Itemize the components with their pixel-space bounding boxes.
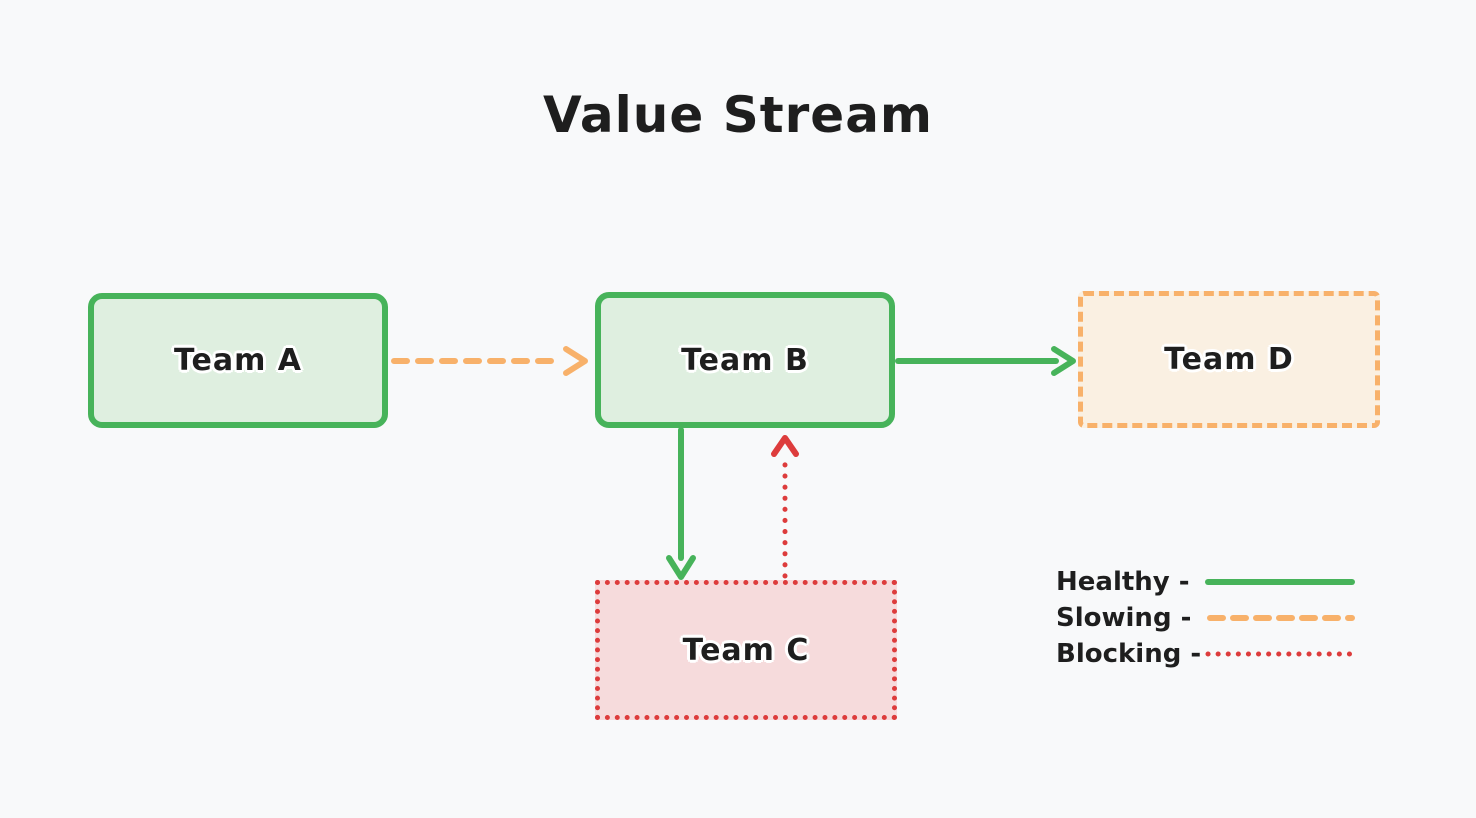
node-team-c: Team C — [595, 580, 897, 720]
legend-line-healthy-icon — [1205, 579, 1355, 585]
legend-line-slowing-icon — [1207, 615, 1355, 621]
edge-team-c-to-team-b — [771, 435, 799, 579]
arrowhead-up-icon — [771, 435, 799, 457]
edge-team-b-to-team-c — [666, 427, 696, 580]
diagram-title: Value Stream — [542, 86, 934, 144]
node-team-a-label: Team A — [174, 343, 302, 378]
node-team-d: Team D — [1078, 291, 1380, 428]
legend-label-healthy: Healthy - — [1056, 567, 1190, 597]
legend-label-slowing: Slowing - — [1056, 603, 1192, 633]
legend-item-slowing: Slowing - — [1056, 600, 1356, 636]
legend: Healthy - Slowing - Blocking - — [1056, 564, 1356, 672]
legend-line-blocking-icon — [1205, 651, 1355, 657]
edge-team-a-to-team-b — [391, 346, 588, 376]
arrowhead-down-icon — [666, 555, 696, 580]
arrowhead-right-icon — [1051, 346, 1076, 376]
edge-team-b-to-team-d — [895, 346, 1076, 376]
node-team-d-label: Team D — [1164, 342, 1294, 377]
node-team-b-label: Team B — [681, 342, 809, 378]
legend-label-blocking: Blocking - — [1056, 639, 1202, 669]
node-team-b: Team B — [595, 292, 895, 428]
legend-item-healthy: Healthy - — [1056, 564, 1356, 600]
legend-item-blocking: Blocking - — [1056, 636, 1356, 672]
arrowhead-right-icon — [563, 346, 588, 376]
node-team-a: Team A — [88, 293, 388, 428]
node-team-c-label: Team C — [682, 632, 810, 668]
